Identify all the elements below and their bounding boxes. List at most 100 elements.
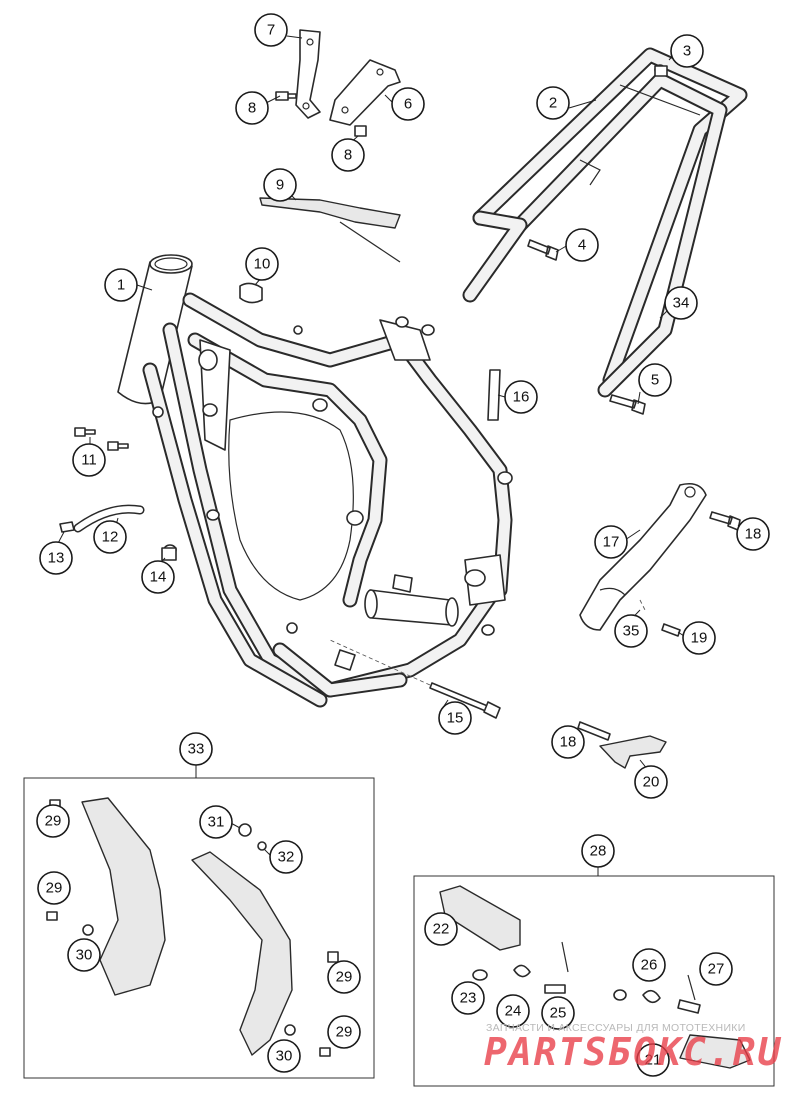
callout-3: 3 [670, 34, 704, 68]
callout-25: 25 [541, 996, 575, 1030]
svg-text:12: 12 [102, 529, 119, 546]
callout-8a: 8 [235, 91, 269, 125]
svg-text:18: 18 [745, 526, 762, 543]
svg-text:25: 25 [550, 1005, 567, 1022]
callout-18a: 18 [736, 517, 770, 551]
callout-35: 35 [614, 614, 648, 648]
svg-text:21: 21 [645, 1052, 662, 1069]
bolt-4 [527, 239, 559, 261]
bolt-11b [107, 441, 129, 451]
bolt-19 [661, 623, 681, 637]
svg-text:32: 32 [278, 849, 295, 866]
svg-text:26: 26 [641, 957, 658, 974]
clamp-10 [239, 282, 263, 304]
callout-7: 7 [254, 13, 288, 47]
spring-35 [639, 599, 646, 611]
callout-17: 17 [594, 525, 628, 559]
svg-text:30: 30 [76, 947, 93, 964]
svg-text:27: 27 [708, 961, 725, 978]
callout-14: 14 [141, 560, 175, 594]
main-frame [117, 254, 513, 708]
plug-13 [59, 521, 75, 533]
bolt-11a [74, 427, 96, 437]
svg-text:2: 2 [549, 95, 557, 112]
callout-24: 24 [496, 994, 530, 1028]
callout-4: 4 [565, 228, 599, 262]
callout-30b: 30 [267, 1039, 301, 1073]
callout-13: 13 [39, 541, 73, 575]
brake-pedal-17 [579, 482, 707, 631]
bracket-7 [295, 29, 321, 119]
svg-text:7: 7 [267, 22, 275, 39]
svg-text:17: 17 [603, 534, 620, 551]
svg-text:28: 28 [590, 843, 607, 860]
callout-28: 28 [581, 834, 615, 868]
footrest-box [413, 875, 775, 1087]
callout-31: 31 [199, 805, 233, 839]
svg-text:8: 8 [344, 147, 352, 164]
svg-text:29: 29 [336, 969, 353, 986]
svg-text:22: 22 [433, 921, 450, 938]
svg-text:4: 4 [578, 237, 586, 254]
frame-protector-right [191, 851, 293, 1056]
callout-12: 12 [93, 520, 127, 554]
bolt-8b [354, 125, 367, 137]
callout-29d: 29 [327, 1015, 361, 1049]
subframe [462, 47, 748, 398]
strap-16 [487, 369, 501, 421]
svg-text:10: 10 [254, 256, 271, 273]
callout-18b: 18 [551, 725, 585, 759]
callout-10: 10 [245, 247, 279, 281]
callout-8b: 8 [331, 138, 365, 172]
svg-text:29: 29 [46, 880, 63, 897]
svg-text:5: 5 [651, 372, 659, 389]
nut-14 [161, 547, 177, 561]
svg-text:30: 30 [276, 1048, 293, 1065]
callout-19: 19 [682, 621, 716, 655]
footrest-21 [679, 1034, 751, 1069]
frame-protector-left [81, 797, 166, 996]
callout-21: 21 [636, 1043, 670, 1077]
svg-text:19: 19 [691, 630, 708, 647]
svg-text:18: 18 [560, 734, 577, 751]
watermark-tagline: ЗАПЧАСТИ И АКСЕССУАРЫ ДЛЯ МОТОТЕХНИКИ [486, 1022, 746, 1034]
callout-23: 23 [451, 981, 485, 1015]
callout-20: 20 [634, 765, 668, 799]
svg-text:20: 20 [643, 774, 660, 791]
svg-text:13: 13 [48, 550, 65, 567]
svg-text:23: 23 [460, 990, 477, 1007]
svg-text:14: 14 [150, 569, 167, 586]
callout-9: 9 [263, 168, 297, 202]
svg-text:11: 11 [81, 452, 97, 469]
nut-3 [654, 65, 668, 77]
frame-protector-box [23, 777, 375, 1079]
callout-5: 5 [638, 363, 672, 397]
callout-1: 1 [104, 268, 138, 302]
svg-text:29: 29 [45, 813, 62, 830]
svg-text:15: 15 [447, 710, 464, 727]
svg-text:8: 8 [248, 100, 256, 117]
bolt-8a [275, 91, 297, 101]
callout-34: 34 [664, 286, 698, 320]
bolt-18b [577, 721, 611, 741]
svg-text:24: 24 [505, 1003, 522, 1020]
callout-11: 11 [72, 443, 106, 477]
svg-text:6: 6 [404, 96, 412, 113]
bolt-5 [609, 394, 646, 415]
svg-text:31: 31 [208, 814, 225, 831]
svg-text:3: 3 [683, 43, 691, 60]
watermark-brand: PARTSБОКС.RU [484, 1030, 783, 1074]
pedal-tip-20 [599, 735, 667, 769]
callout-26: 26 [632, 948, 666, 982]
callout-32: 32 [269, 840, 303, 874]
svg-text:1: 1 [117, 277, 125, 294]
svg-text:9: 9 [276, 177, 284, 194]
callout-16: 16 [504, 380, 538, 414]
callout-33: 33 [179, 732, 213, 766]
svg-text:34: 34 [673, 295, 690, 312]
callout-29a: 29 [36, 804, 70, 838]
callout-29c: 29 [327, 960, 361, 994]
callout-30a: 30 [67, 938, 101, 972]
